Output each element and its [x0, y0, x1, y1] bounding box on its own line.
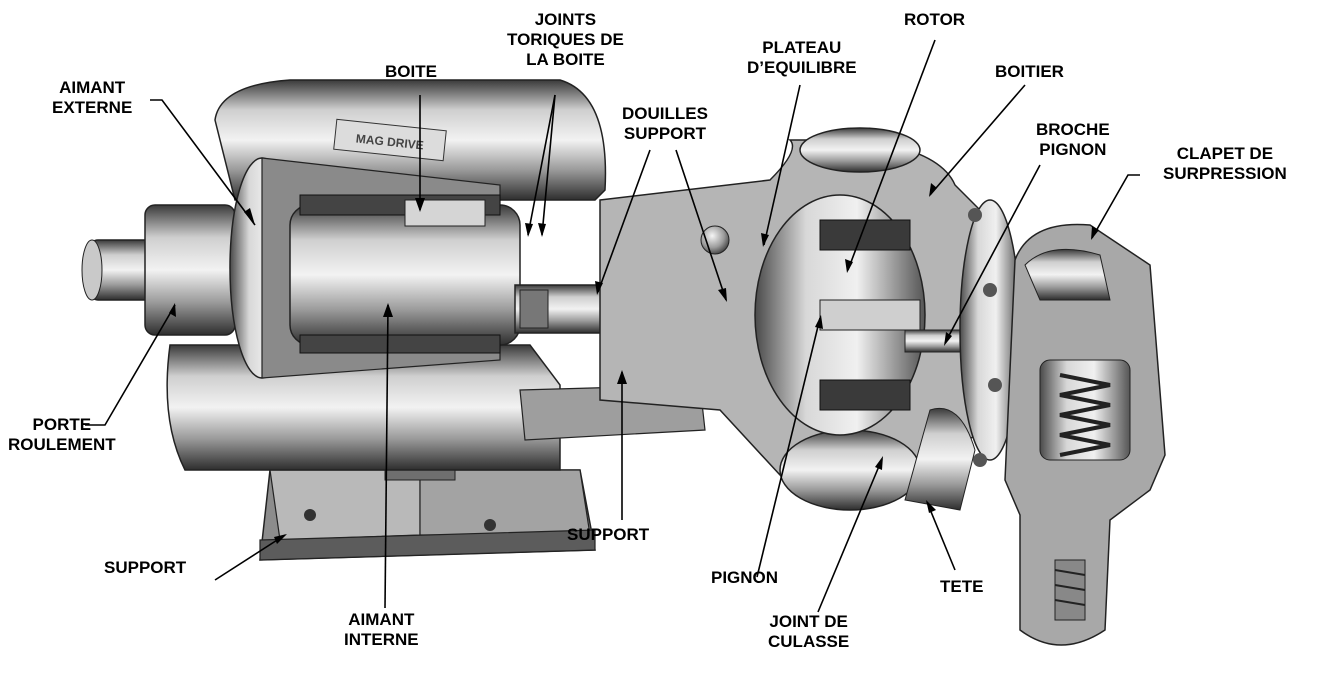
leader-lines: [85, 39, 1140, 613]
label-support-center: SUPPORT: [567, 525, 650, 544]
head: [904, 199, 1021, 511]
label-boitier: BOITIER: [995, 62, 1064, 81]
arrowheads: [169, 183, 1099, 544]
base-support: [259, 419, 596, 561]
inner-magnet: [289, 194, 521, 354]
shaft: [81, 204, 236, 336]
label-support-base: SUPPORT: [104, 558, 187, 577]
label-rotor: ROTOR: [904, 10, 966, 29]
label-tete: TETE: [940, 577, 984, 596]
relief-valve: [1004, 223, 1166, 646]
label-boite: BOITE: [385, 62, 437, 81]
label-pignon: PIGNON: [711, 568, 779, 587]
